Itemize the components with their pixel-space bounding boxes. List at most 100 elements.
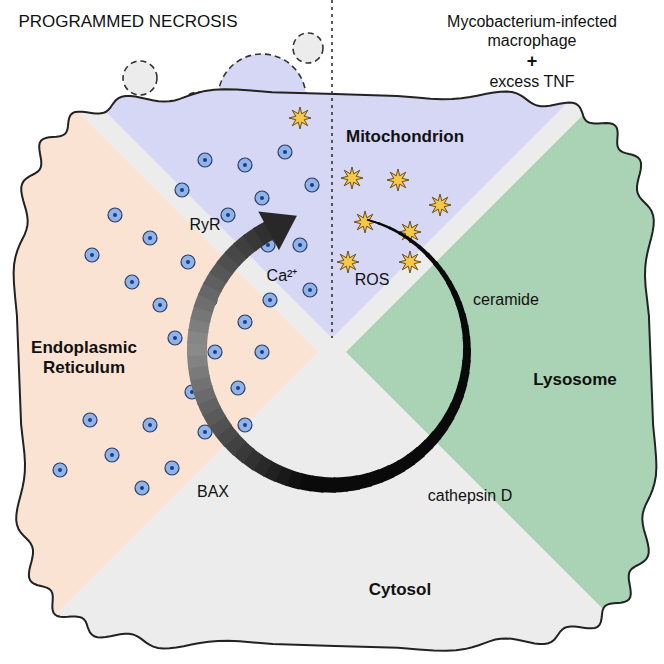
cycle-arrow-segment	[299, 481, 312, 484]
cycle-arrow-segment	[203, 297, 208, 310]
cycle-arrow-segment	[198, 319, 200, 332]
organelle-box: Endoplasmic Reticulum	[25, 338, 143, 379]
calcium-ion-core	[243, 320, 247, 324]
calcium-ion	[255, 191, 269, 205]
calcium-ion-core	[203, 430, 207, 434]
molecule-label: ceramide	[473, 290, 539, 309]
calcium-ion-core	[283, 150, 287, 154]
calcium-ion	[125, 275, 139, 289]
bleb	[123, 61, 157, 95]
cycle-arrow-segment	[200, 377, 203, 390]
cycle-arrow-segment	[334, 477, 348, 493]
cycle-arrow-segment	[378, 223, 391, 228]
calcium-ion-core	[186, 260, 190, 264]
cycle-arrow-segment	[409, 239, 420, 247]
calcium-ion	[303, 283, 317, 297]
cycle-arrow-segment	[436, 425, 444, 436]
cycle-arrow-segment	[389, 228, 401, 234]
cycle-arrow-segment	[249, 236, 260, 244]
cycle-arrow-segment	[379, 471, 391, 476]
lysosome-region	[346, 14, 664, 664]
cycle-arrow-segment	[288, 478, 301, 482]
cycle-arrow-segment	[462, 337, 470, 351]
calcium-ion-core	[148, 423, 152, 427]
calcium-ion	[168, 331, 182, 345]
cycle-arrow-segment	[454, 292, 459, 305]
cell-membrane	[14, 89, 657, 650]
cycle-arrow-segment	[390, 465, 402, 471]
calcium-ion-core	[90, 253, 94, 257]
arrowhead	[258, 211, 297, 250]
cycle-arrow-segment	[225, 258, 234, 268]
cycle-arrow-segment	[197, 331, 198, 345]
calcium-ion-core	[140, 486, 144, 490]
cycle-arrow	[197, 211, 467, 485]
cycle-arrow-segment	[367, 220, 380, 224]
cycle-arrow-segment	[442, 272, 449, 284]
cycle-arrow-segment	[458, 303, 462, 316]
organelle-name: Cytosol	[369, 580, 431, 600]
cycle-arrow-segment	[200, 308, 204, 321]
organelle-name: Lysosome	[533, 370, 616, 390]
calcium-ion	[208, 345, 222, 359]
cycle-arrow-segment	[223, 430, 232, 441]
calcium-ion	[231, 381, 245, 395]
cycle-arrow-segment	[449, 405, 455, 417]
cycle-arrow-segment	[462, 372, 465, 385]
calcium-ion-core	[243, 163, 247, 167]
ros-star	[387, 169, 409, 191]
calcium-ion-core	[110, 453, 114, 457]
cycle-arrow-segment	[259, 230, 271, 237]
condition-label: Mycobacterium-infected macrophage	[432, 12, 632, 50]
calcium-ion-core	[266, 243, 270, 247]
calcium-ion-core	[158, 303, 162, 307]
ros-star	[399, 251, 421, 273]
calcium-ion-core	[226, 213, 230, 217]
cycle-arrow-segment	[277, 473, 290, 478]
cycle-arrow-segment	[240, 242, 250, 251]
calcium-ion	[238, 158, 252, 172]
calcium-ion	[105, 448, 119, 462]
calcium-ion-core	[298, 243, 302, 247]
calcium-ion	[143, 418, 157, 432]
ros-star	[337, 251, 359, 273]
calcium-ion	[53, 463, 67, 477]
calcium-ion	[198, 153, 212, 167]
cycle-arrow-segment	[230, 439, 240, 449]
calcium-ion	[278, 145, 292, 159]
calcium-ion	[108, 208, 122, 222]
cycle-arrow-segment	[232, 250, 242, 259]
cycle-arrow-segment	[427, 254, 436, 264]
cycle-arrow-segment	[465, 325, 467, 339]
cycle-arrow-segment	[465, 360, 467, 373]
calcium-ion	[175, 183, 189, 197]
calcium-ion-core	[58, 468, 62, 472]
cycle-arrow-segment	[207, 286, 213, 298]
calcium-ion	[83, 413, 97, 427]
cycle-arrow-segment	[419, 444, 429, 453]
cycle-arrow-segment	[218, 267, 226, 278]
calcium-ion	[238, 418, 252, 432]
calcium-ion-core	[203, 158, 207, 162]
cycle-arrow-segment	[197, 354, 198, 368]
calcium-ion-core	[173, 336, 177, 340]
calcium-ion	[85, 248, 99, 262]
cycle-arrow-segment	[198, 365, 200, 378]
calcium-ions	[53, 145, 319, 495]
organelle-name: Mitochondrion	[346, 127, 464, 147]
cycle-arrow-segment	[212, 276, 219, 288]
calcium-ion	[143, 231, 157, 245]
cycle-arrow-segment	[357, 480, 370, 483]
calcium-ion-core	[260, 350, 264, 354]
calcium-ion	[293, 238, 307, 252]
cycle-arrow-segment	[448, 282, 454, 294]
protein-label: BAX	[197, 482, 229, 501]
ros-star	[341, 167, 363, 189]
cycle-arrow-segment	[203, 388, 208, 401]
cycle-arrow-segment	[345, 482, 358, 484]
cycle-arrow-segment	[418, 246, 428, 255]
divider-line	[331, 0, 333, 338]
calcium-ion-core	[180, 188, 184, 192]
